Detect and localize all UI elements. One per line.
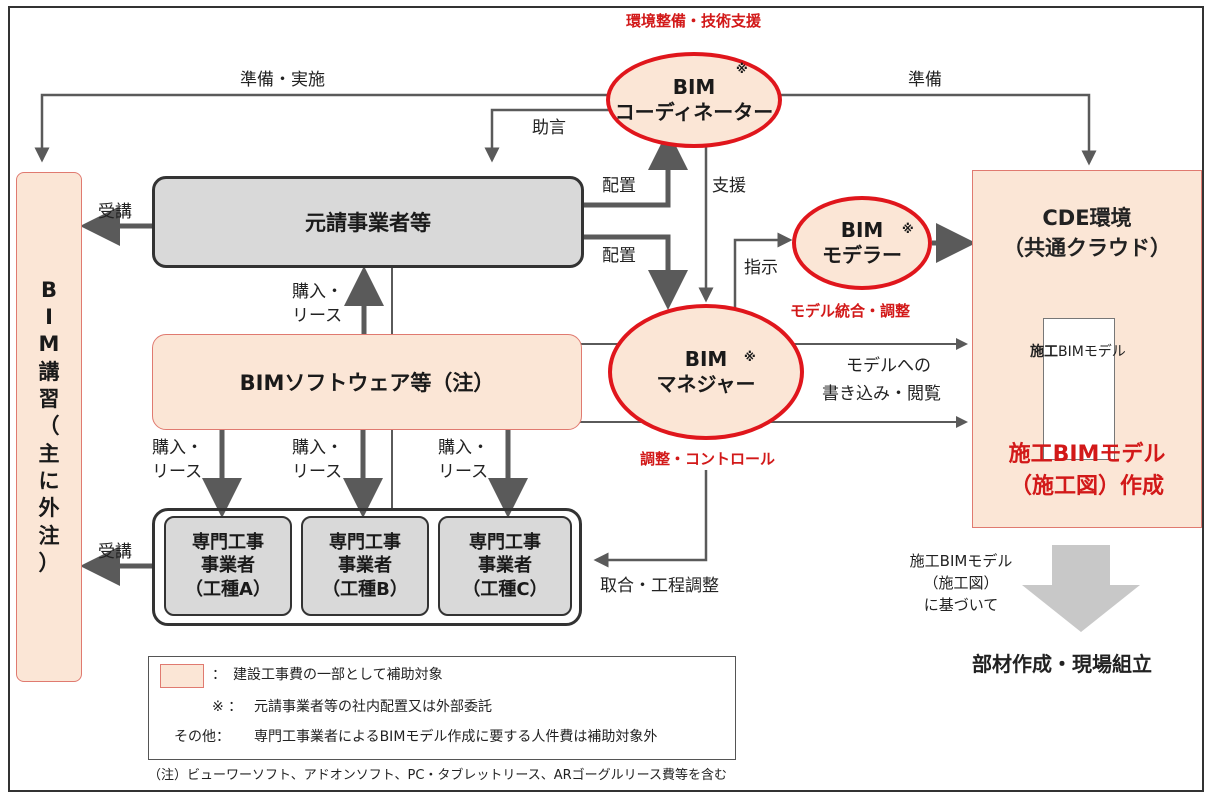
label-attend-2: 受講: [98, 542, 132, 562]
bim-coordinator-node: BIM コーディネーター: [606, 52, 782, 148]
cube-label: 施工BIMモデル: [1030, 344, 1126, 361]
specialist-line1: 専門工事: [192, 531, 264, 553]
cde-create-1: 施工BIMモデル: [1008, 442, 1166, 467]
specialist-line3: （工種B）: [322, 578, 408, 600]
label-purchase-b-1: 購入・: [292, 438, 343, 458]
label-coordination: 取合・工程調整: [600, 576, 719, 596]
legend-swatch: [160, 664, 204, 688]
prime-contractor-label: 元請事業者等: [305, 211, 431, 235]
big-down-arrow: [1022, 545, 1140, 632]
training-char: 習: [38, 387, 60, 412]
training-char: I: [45, 305, 53, 330]
training-char: （: [38, 414, 60, 439]
label-purchase-c-1: 購入・: [438, 438, 489, 458]
training-char: 外: [38, 496, 60, 521]
training-char: 注: [38, 523, 60, 548]
arrow-prep-exec: [34, 93, 608, 163]
specialist-line2: 事業者: [201, 555, 255, 577]
bim-modeler-node: BIM モデラー: [792, 196, 932, 290]
label-purchase-a-1: 購入・: [152, 438, 203, 458]
modeler-line2: モデラー: [822, 243, 902, 267]
label-model-write-2: 書き込み・閲覧: [822, 384, 941, 404]
label-purchase-b-2: リース: [292, 462, 343, 482]
legend-other-text: 専門工事業者によるBIMモデル作成に要する人件費は補助対象外: [254, 729, 658, 745]
cde-title-2: （共通クラウド）: [1003, 236, 1171, 260]
label-instruct: 指示: [744, 258, 778, 278]
specialist-line1: 専門工事: [329, 531, 401, 553]
specialist-card-b: 専門工事 事業者 （工種B）: [301, 516, 429, 616]
label-assign-2: 配置: [602, 246, 636, 266]
training-char: M: [38, 332, 60, 357]
arrow-coordination: [593, 470, 708, 568]
manager-line2: マネジャー: [656, 372, 756, 396]
label-assign-1: 配置: [602, 176, 636, 196]
legend-other-key: その他：: [174, 729, 230, 745]
label-based-on-2: （施工図）: [923, 574, 999, 592]
label-purchase-c-2: リース: [438, 462, 489, 482]
specialist-line3: （工種C）: [462, 578, 548, 600]
label-advice: 助言: [532, 118, 566, 138]
label-purchase-a-2: リース: [152, 462, 203, 482]
coordinator-caption: 環境整備・技術支援: [626, 12, 762, 30]
label-purchase-top-2: リース: [292, 306, 343, 326]
manager-line1: BIM: [684, 347, 728, 371]
cde-title-1: CDE環境: [1042, 206, 1132, 230]
training-char: に: [38, 468, 60, 493]
manager-caption: 調整・コントロール: [640, 450, 776, 468]
legend-mark-key: ※ ：: [212, 699, 243, 715]
arrow-assign-coord: [584, 130, 688, 208]
label-prep-exec: 準備・実施: [240, 70, 325, 90]
label-prep: 準備: [908, 70, 942, 90]
bim-software-label: BIMソフトウェア等（注）: [239, 371, 495, 395]
coordinator-line1: BIM: [672, 75, 716, 99]
arrow-advice: [484, 108, 612, 163]
label-fabrication: 部材作成・現場組立: [972, 652, 1152, 676]
training-char: B: [40, 277, 57, 302]
coordinator-mark: ※: [736, 62, 748, 76]
cube-label-rest: BIMモデル: [1058, 344, 1126, 360]
legend-swatch-text: ： 建設工事費の一部として補助対象: [212, 667, 443, 683]
manager-mark: ※: [744, 350, 756, 364]
training-char: ）: [38, 550, 60, 575]
coordinator-line2: コーディネーター: [614, 100, 774, 124]
prime-contractor-box: 元請事業者等: [152, 176, 584, 268]
specialists-group: [152, 508, 582, 626]
training-char: 主: [38, 441, 60, 466]
label-attend-1: 受講: [98, 202, 132, 222]
modeler-caption: モデル統合・調整: [790, 302, 911, 320]
specialist-line2: 事業者: [478, 555, 532, 577]
arrow-prep: [778, 93, 1097, 166]
specialist-line2: 事業者: [338, 555, 392, 577]
label-based-on-1: 施工BIMモデル: [909, 552, 1013, 570]
cube-label-bold: 施工: [1030, 344, 1058, 360]
training-char: 講: [38, 359, 60, 384]
label-purchase-top-1: 購入・: [292, 282, 343, 302]
arrow-assign-manager: [584, 234, 688, 310]
label-support: 支援: [712, 176, 746, 196]
bim-manager-node: BIM マネジャー: [608, 304, 804, 440]
label-based-on-3: に基づいて: [923, 596, 999, 614]
legend-note: （注）ビューワーソフト、アドオンソフト、PC・タブレットリース、ARゴーグルリー…: [148, 768, 728, 783]
bim-training-box: B I M 講 習 （ 主 に 外 注 ）: [16, 172, 82, 682]
bim-software-box: BIMソフトウェア等（注）: [152, 334, 582, 430]
legend-box: [148, 656, 736, 760]
specialist-line3: （工種A）: [185, 578, 271, 600]
cde-create-2: （施工図）作成: [1009, 474, 1164, 499]
arrow-instruct: [733, 232, 793, 312]
specialist-card-c: 専門工事 事業者 （工種C）: [438, 516, 572, 616]
legend-mark-text: 元請事業者等の社内配置又は外部委託: [254, 699, 492, 715]
specialist-card-a: 専門工事 事業者 （工種A）: [164, 516, 292, 616]
modeler-mark: ※: [902, 222, 914, 236]
modeler-line1: BIM: [840, 218, 884, 242]
specialist-line1: 専門工事: [469, 531, 541, 553]
label-model-write-1: モデルへの: [846, 356, 931, 376]
model-cube-icon: [1043, 318, 1115, 460]
